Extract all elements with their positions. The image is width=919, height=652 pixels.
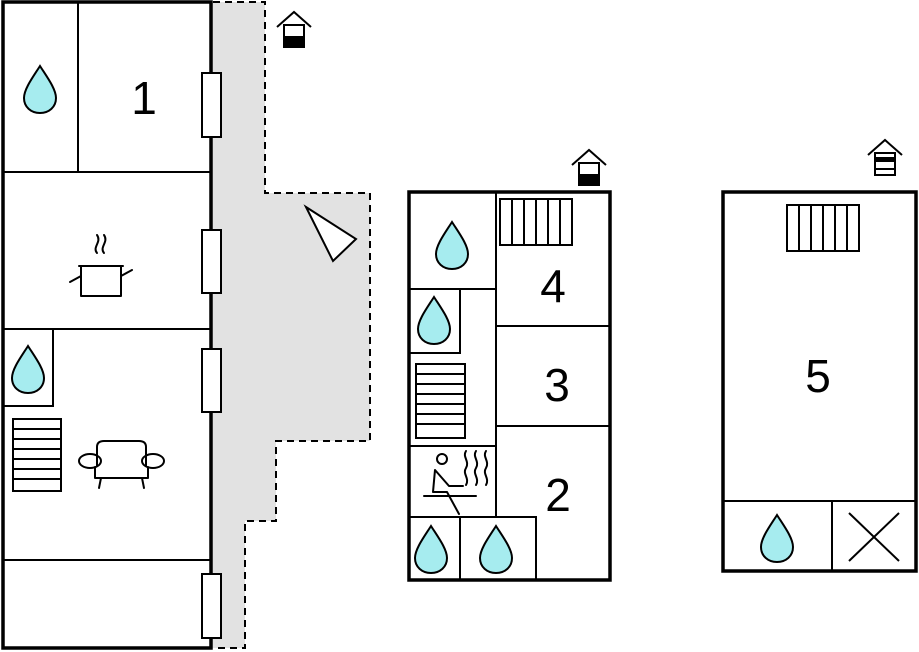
room-number-3: 3 — [544, 359, 570, 411]
room-number-5: 5 — [805, 350, 831, 402]
stairs-icon — [12, 418, 62, 492]
water-drop-icon — [414, 525, 448, 574]
water-drop-icon — [23, 65, 57, 114]
water-drop-icon — [435, 221, 469, 270]
building-middle: 4 3 2 — [407, 190, 612, 582]
sofa-icon — [78, 440, 165, 489]
radiator-icon — [786, 204, 860, 252]
window — [201, 573, 222, 639]
entrance-house-icon — [571, 149, 607, 186]
entrance-house-icon — [276, 11, 312, 48]
building-right: 5 — [721, 190, 918, 573]
north-arrow-icon — [303, 204, 358, 263]
room-number-1: 1 — [131, 72, 157, 124]
stairs-icon — [415, 363, 466, 439]
cross-icon — [848, 512, 900, 562]
water-drop-icon — [11, 345, 45, 394]
water-drop-icon — [760, 514, 794, 563]
water-drop-icon — [479, 525, 513, 574]
building-left: 1 — [1, 0, 222, 650]
terrace — [211, 1, 371, 649]
window — [201, 229, 222, 294]
entrance-house-icon — [867, 139, 903, 176]
window — [201, 72, 222, 138]
room-number-2: 2 — [545, 469, 571, 521]
water-drop-icon — [417, 296, 451, 345]
window — [201, 348, 222, 413]
room-number-4: 4 — [540, 260, 566, 312]
radiator-icon — [499, 198, 573, 246]
cooking-pot-icon — [69, 234, 133, 297]
sauna-icon — [423, 450, 489, 515]
